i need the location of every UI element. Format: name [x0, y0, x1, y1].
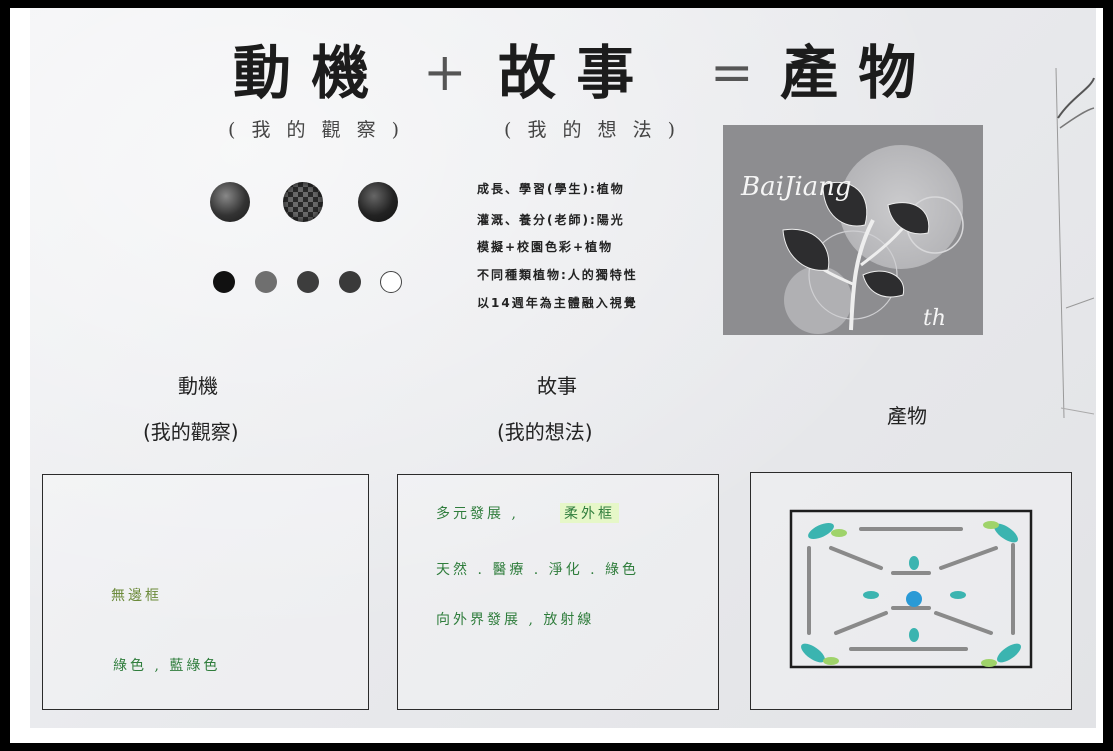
- story-line-5: 以14週年為主體融入視覺: [477, 296, 638, 310]
- leaf-globe-icon: [358, 182, 398, 222]
- color-swatch-5: [380, 271, 402, 293]
- motive-note-1: 無邊框: [111, 588, 162, 604]
- edge-pencil-sketch: [1055, 67, 1095, 419]
- story-note-2: 天然 . 醫療 . 淨化 . 綠色: [436, 562, 640, 578]
- label-story-sub: (我的想法): [497, 420, 593, 444]
- label-product: 產物: [887, 404, 927, 428]
- story-note-1: 多元發展 ,: [436, 506, 519, 522]
- globe-icon: [210, 182, 250, 222]
- product-sketch: [789, 509, 1033, 669]
- story-box: 多元發展 , 柔外框 天然 . 醫療 . 淨化 . 綠色 向外界發展 , 放射線: [397, 474, 719, 710]
- poster-tail-text: th: [923, 306, 946, 331]
- color-swatch-4: [339, 271, 361, 293]
- story-line-2: 灌溉、養分(老師):陽光: [477, 213, 625, 227]
- color-swatch-1: [213, 271, 235, 293]
- story-line-1: 成長、學習(學生):植物: [477, 182, 625, 196]
- color-swatch-2: [255, 271, 277, 293]
- story-note-3: 向外界發展 , 放射線: [436, 612, 595, 628]
- poster-artwork: BaiJiang th: [723, 125, 983, 335]
- story-line-4: 不同種類植物:人的獨特性: [477, 268, 638, 282]
- headline-plus: +: [423, 43, 467, 103]
- label-story: 故事: [537, 374, 577, 398]
- headline-story: 故 事: [498, 39, 635, 107]
- label-motive: 動機: [178, 374, 218, 398]
- subtitle-idea: ( 我 的 想 法 ): [504, 119, 681, 141]
- product-box: [750, 472, 1072, 710]
- checker-globe-icon: [283, 182, 323, 222]
- headline-motive: 動 機: [233, 39, 370, 107]
- motive-box: 無邊框 綠色 , 藍綠色: [42, 474, 369, 710]
- label-motive-sub: (我的觀察): [143, 420, 239, 444]
- anniversary-poster: BaiJiang th: [723, 125, 983, 335]
- headline-product: 產 物: [780, 39, 917, 107]
- headline-equals: =: [710, 43, 754, 103]
- story-line-3: 模擬+校園色彩+植物: [477, 240, 614, 254]
- motive-note-2: 綠色 , 藍綠色: [113, 658, 221, 674]
- headline: 動 機 + 故 事 = 產 物: [30, 38, 1096, 118]
- color-swatch-3: [297, 271, 319, 293]
- poster-script-text: BaiJiang: [740, 172, 852, 202]
- subtitle-observation: ( 我 的 觀 察 ): [228, 119, 405, 141]
- paper-sheet: 動 機 + 故 事 = 產 物 ( 我 的 觀 察 ) ( 我 的 想 法 ) …: [30, 8, 1096, 728]
- story-note-highlight: 柔外框: [560, 503, 619, 523]
